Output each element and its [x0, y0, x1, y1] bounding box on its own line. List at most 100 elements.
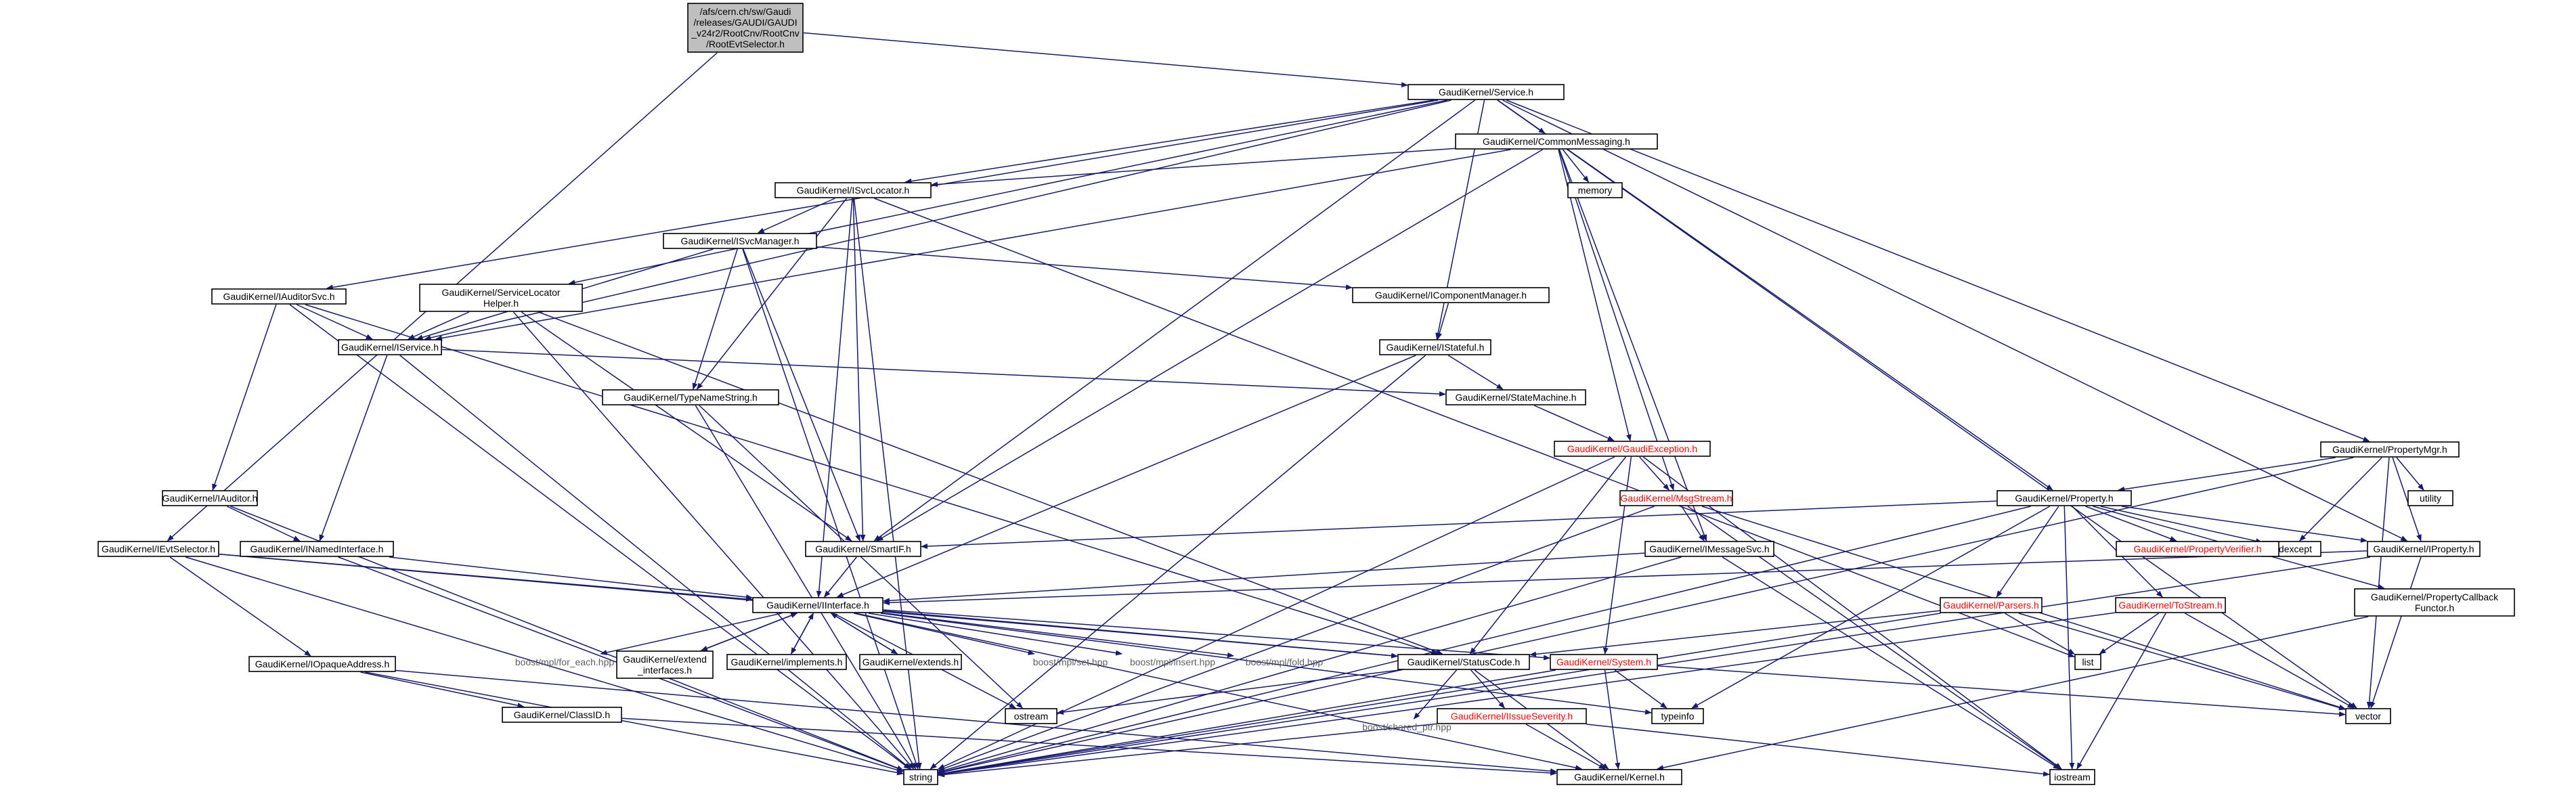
node-box: [903, 769, 938, 785]
edge-gaudiexception-to-statuscode: [1469, 456, 1627, 655]
edge-property-to-propertyverifier: [2085, 506, 2177, 541]
node-property[interactable]: GaudiKernel/Property.h: [1996, 490, 2132, 506]
node-mplfold[interactable]: boost/mpl/fold.hpp: [1234, 655, 1334, 669]
node-extends[interactable]: GaudiKernel/extends.h: [859, 654, 962, 670]
node-string[interactable]: string: [903, 769, 938, 785]
node-list[interactable]: list: [2074, 654, 2101, 670]
node-box: [1567, 182, 1623, 198]
node-label: boost/shared_ptr.hpp: [1362, 722, 1451, 732]
node-service[interactable]: GaudiKernel/Service.h: [1407, 84, 1565, 100]
node-iostream[interactable]: iostream: [2049, 769, 2095, 785]
node-iauditor[interactable]: GaudiKernel/IAuditor.h: [162, 490, 258, 506]
edge-isvcmanager-to-typenamestring: [692, 248, 738, 390]
node-isvclocator[interactable]: GaudiKernel/ISvcLocator.h: [774, 182, 932, 198]
edge-service-to-svclochelper: [568, 100, 1447, 286]
node-iproperty[interactable]: GaudiKernel/IProperty.h: [2367, 541, 2481, 557]
node-imessagesvc[interactable]: GaudiKernel/IMessageSvc.h: [1644, 541, 1774, 557]
edge-iinterface-to-typeinfo: [880, 613, 1652, 715]
node-box: [1550, 654, 1658, 670]
edge-msgstream-to-imessagesvc: [1681, 506, 1705, 541]
node-box: [1556, 769, 1682, 785]
node-box: [726, 654, 847, 670]
node-iissueseverity[interactable]: GaudiKernel/IIssueSeverity.h: [1437, 708, 1587, 724]
edge-parsers-to-list: [2005, 613, 2075, 655]
node-ostream[interactable]: ostream: [1005, 708, 1057, 724]
edge-iissueseverity-to-iostream: [1586, 724, 2050, 777]
node-ievtselector[interactable]: GaudiKernel/IEvtSelector.h: [97, 541, 219, 557]
node-mplset[interactable]: boost/mpl/set.hpp: [1020, 655, 1120, 669]
node-iauditorsvc[interactable]: GaudiKernel/IAuditorSvc.h: [211, 288, 347, 305]
node-typenamestring[interactable]: GaudiKernel/TypeNameString.h: [602, 389, 779, 405]
edge-statuscode-to-iissueseverity: [1470, 669, 1505, 709]
node-label: GaudiKernel/IComponentManager.h: [1375, 290, 1527, 301]
node-propertyverifier[interactable]: GaudiKernel/PropertyVerifier.h: [2116, 541, 2279, 557]
node-vector[interactable]: vector: [2345, 708, 2391, 724]
node-iinterface[interactable]: GaudiKernel/IInterface.h: [752, 597, 883, 613]
node-box: [1644, 541, 1774, 557]
edge-svclochelper-to-smartif: [521, 311, 852, 541]
edge-property-to-smartif: [921, 500, 1997, 550]
node-classid[interactable]: GaudiKernel/ClassID.h: [502, 707, 622, 723]
node-label: stdexcept: [2271, 544, 2312, 554]
node-box: [687, 3, 804, 53]
node-iopaqueaddress[interactable]: GaudiKernel/IOpaqueAddress.h: [248, 656, 396, 672]
node-label: GaudiKernel/System.h: [1556, 657, 1651, 667]
node-implements[interactable]: GaudiKernel/implements.h: [726, 654, 847, 670]
edge-isvcmanager-to-icompmgr: [816, 246, 1353, 290]
node-label: /releases/GAUDI/GAUDI: [693, 17, 797, 28]
node-box: [2407, 490, 2453, 506]
node-memory[interactable]: memory: [1567, 182, 1623, 198]
node-statemachine[interactable]: GaudiKernel/StateMachine.h: [1445, 389, 1586, 405]
node-box: [2354, 588, 2515, 617]
node-iservice[interactable]: GaudiKernel/IService.h: [338, 339, 442, 355]
node-label: GaudiKernel/IProperty.h: [2373, 544, 2474, 554]
edge-tostream-to-iostream: [2076, 613, 2166, 770]
node-foreach[interactable]: boost/mpl/for_each.hpp: [500, 655, 630, 669]
node-label: GaudiKernel/CommonMessaging.h: [1483, 136, 1630, 147]
node-root[interactable]: /afs/cern.ch/sw/Gaudi/releases/GAUDI/GAU…: [687, 3, 804, 53]
node-statuscode[interactable]: GaudiKernel/StatusCode.h: [1397, 654, 1530, 670]
node-icompmgr[interactable]: GaudiKernel/IComponentManager.h: [1352, 287, 1550, 303]
edge-extendinterfaces-to-iinterface: [701, 613, 798, 651]
edge-commonmsg-to-smartif: [876, 149, 1543, 541]
node-label: GaudiKernel/IInterface.h: [766, 600, 869, 611]
node-mplinsert[interactable]: boost/mpl/insert.hpp: [1120, 655, 1225, 669]
node-label: GaudiKernel/extend: [623, 654, 707, 665]
node-istateful[interactable]: GaudiKernel/IStateful.h: [1379, 339, 1491, 355]
edge-propertymgr-to-iproperty: [2392, 457, 2422, 541]
node-sharedptr[interactable]: boost/shared_ptr.hpp: [1353, 720, 1461, 734]
node-system[interactable]: GaudiKernel/System.h: [1550, 654, 1658, 670]
node-label: _interfaces.h: [637, 665, 692, 676]
edge-icompmgr-to-istateful: [1437, 303, 1449, 340]
edge-tostream-to-list: [2099, 613, 2160, 655]
edge-propertymgr-to-stdexcept: [2299, 457, 2382, 541]
edge-parsers-to-statuscode: [1529, 610, 1940, 657]
node-commonmsg[interactable]: GaudiKernel/CommonMessaging.h: [1455, 133, 1658, 150]
node-parsers[interactable]: GaudiKernel/Parsers.h: [1940, 597, 2043, 613]
edge-iinterface-to-mplinsert: [868, 613, 1123, 656]
node-kernel[interactable]: GaudiKernel/Kernel.h: [1556, 769, 1682, 785]
node-extendinterfaces[interactable]: GaudiKernel/extend_interfaces.h: [616, 650, 714, 679]
node-box: [2074, 654, 2101, 670]
node-propertymgr[interactable]: GaudiKernel/PropertyMgr.h: [2320, 441, 2460, 458]
node-msgstream[interactable]: GaudiKernel/MsgStream.h: [1619, 490, 1733, 506]
edge-property-to-iostream: [2064, 506, 2075, 770]
node-gaudiexception[interactable]: GaudiKernel/GaudiException.h: [1554, 441, 1711, 457]
node-label: Helper.h: [483, 298, 519, 309]
node-isvcmanager[interactable]: GaudiKernel/ISvcManager.h: [663, 233, 817, 249]
edge-root-to-service: [803, 32, 1408, 88]
edge-istateful-to-iinterface: [836, 355, 1416, 598]
node-smartif[interactable]: GaudiKernel/SmartIF.h: [805, 541, 921, 557]
node-label: GaudiKernel/IStateful.h: [1387, 342, 1485, 353]
node-typeinfo[interactable]: typeinfo: [1651, 708, 1704, 724]
edge-gaudiexception-to-iostream: [1642, 456, 2062, 770]
node-inamedinterface[interactable]: GaudiKernel/INamedInterface.h: [240, 541, 394, 557]
node-label: boost/mpl/for_each.hpp: [515, 657, 615, 667]
node-box: [1445, 389, 1586, 405]
node-box: [248, 656, 396, 672]
node-tostream[interactable]: GaudiKernel/ToStream.h: [2115, 597, 2226, 613]
node-utility[interactable]: utility: [2407, 490, 2453, 506]
node-label: list: [2082, 657, 2093, 667]
